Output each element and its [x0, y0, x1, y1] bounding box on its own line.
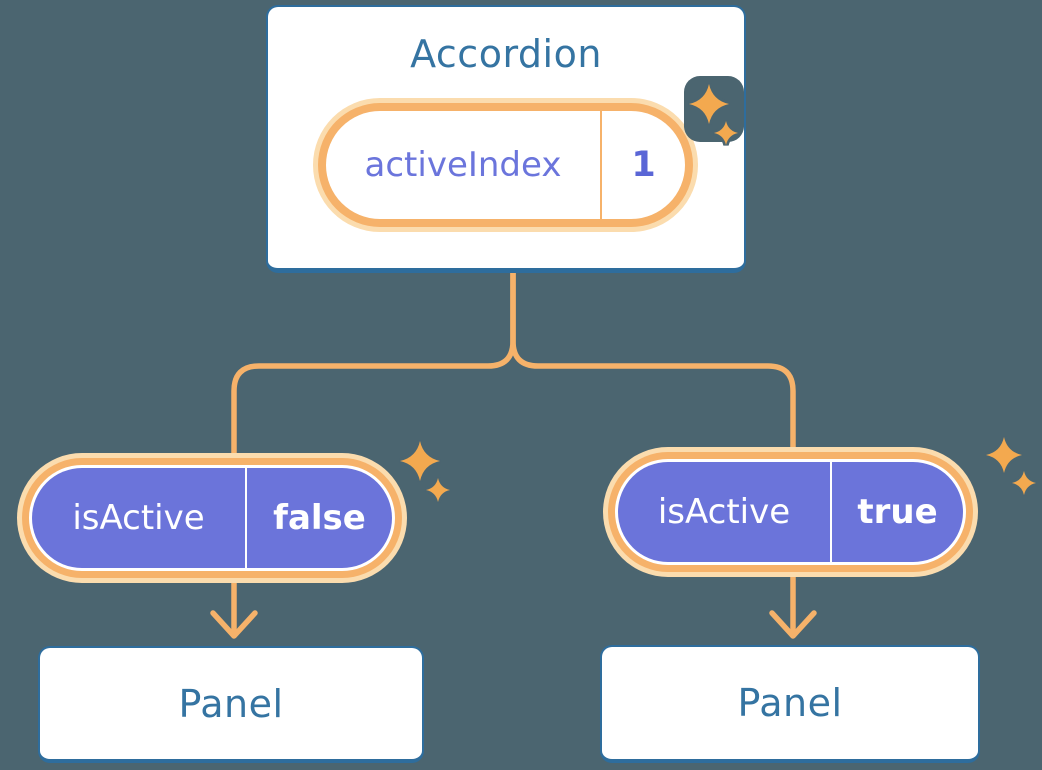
sparkle-icon: [985, 436, 1037, 496]
pill-divider: [245, 468, 247, 568]
prop-pill-isactive-left: isActive false: [17, 453, 407, 583]
pill-white-ring: isActive false: [29, 465, 395, 571]
prop-pill-core: isActive false: [32, 468, 392, 568]
panel-title: Panel: [178, 681, 284, 726]
panel-card-left: Panel: [38, 646, 424, 763]
branch-line-right: [510, 265, 796, 467]
accordion-title: Accordion: [410, 32, 602, 76]
prop-value: false: [273, 498, 366, 538]
pill-divider: [830, 462, 832, 562]
state-value: 1: [631, 145, 656, 185]
pill-glow-ring: isActive false: [17, 453, 407, 583]
prop-pill-isactive-right: isActive true: [603, 447, 978, 577]
pill-orange-ring: activeIndex 1: [318, 103, 693, 227]
state-pill-activeindex: activeIndex 1: [313, 98, 698, 232]
accordion-card: Accordion activeIndex 1: [266, 5, 746, 273]
sparkle-icon: [688, 83, 739, 146]
prop-value: true: [857, 492, 938, 532]
pill-orange-ring: isActive true: [608, 452, 973, 572]
pill-white-ring: isActive true: [615, 459, 966, 565]
pill-glow-ring: isActive true: [603, 447, 978, 577]
prop-label: isActive: [657, 492, 791, 532]
pill-divider: [600, 111, 602, 219]
prop-label: isActive: [72, 498, 205, 538]
down-arrow-left-head-icon: [210, 610, 258, 639]
state-pill-core: activeIndex 1: [326, 111, 685, 219]
down-arrow-right-head-icon: [769, 610, 817, 639]
prop-pill-core: isActive true: [618, 462, 963, 562]
pill-glow-ring: activeIndex 1: [313, 98, 698, 232]
panel-card-right: Panel: [600, 645, 980, 763]
pill-orange-ring: isActive false: [22, 458, 402, 578]
sparkle-icon: [399, 440, 451, 503]
panel-title: Panel: [737, 681, 843, 725]
state-label: activeIndex: [364, 145, 562, 185]
